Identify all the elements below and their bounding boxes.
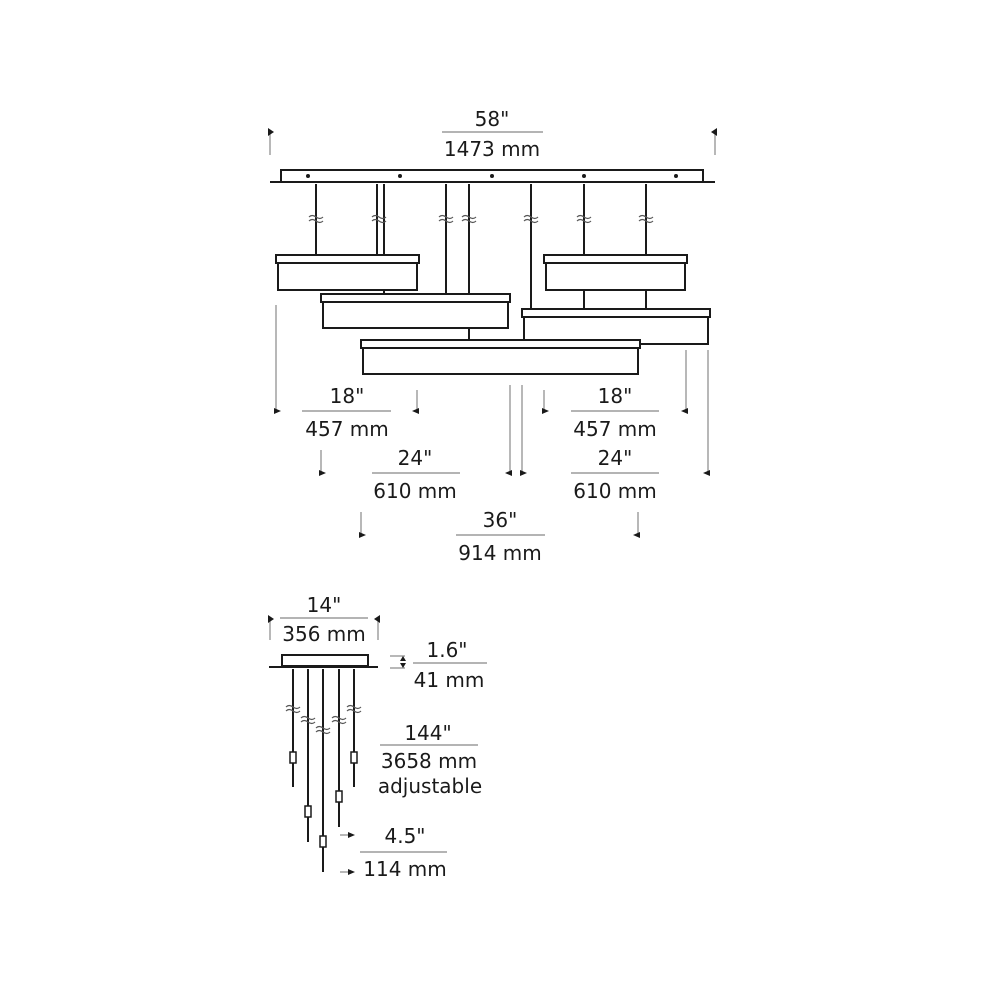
bar-height-metric: 114 mm [363,857,447,881]
canopy-height-dimension: 1.6" 41 mm [390,638,487,692]
bar-3 [360,339,641,375]
overall-drop-dimension: 144" 3658 mm adjustable [378,721,482,798]
side-pendants [285,669,362,872]
canopy-width-dimension: 58" 1473 mm [268,107,717,161]
light-bars [275,254,711,375]
bar-4-width-metric: 457 mm [573,417,657,441]
bar-5-width-imperial: 24" [598,446,633,470]
side-canopy-width-dimension: 14" 356 mm [268,593,380,646]
front-view: 58" 1473 mm [268,107,717,565]
canopy-width-imperial: 58" [475,107,510,131]
bar-1-width-metric: 457 mm [305,417,389,441]
bar-5-width-metric: 610 mm [573,479,657,503]
bar-1 [275,254,420,291]
bar-3-width-metric: 914 mm [458,541,542,565]
linear-canopy [270,169,715,183]
bar-1-width-imperial: 18" [330,384,365,408]
bar-height-imperial: 4.5" [384,824,425,848]
overall-drop-metric: 3658 mm [381,749,477,773]
canopy-height-imperial: 1.6" [426,638,467,662]
canopy-height-metric: 41 mm [414,668,485,692]
bar-3-width-imperial: 36" [483,508,518,532]
side-view: 14" 356 mm 1.6" 41 mm [268,593,487,881]
bar-height-dimension: 4.5" 114 mm [340,824,447,881]
bar-4 [543,254,688,291]
bar-5 [521,308,711,345]
canopy-width-metric: 1473 mm [444,137,540,161]
bar-2-width-imperial: 24" [398,446,433,470]
side-canopy [269,654,378,668]
bar-2 [320,293,511,329]
bar-4-width-imperial: 18" [598,384,633,408]
overall-drop-imperial: 144" [404,721,451,745]
side-canopy-width-imperial: 14" [307,593,342,617]
overall-drop-note: adjustable [378,774,482,798]
bar-2-width-metric: 610 mm [373,479,457,503]
bar-dimensions: 18" 457 mm 18" 457 mm 24" 610 mm 24 [274,305,710,565]
side-canopy-width-metric: 356 mm [282,622,366,646]
